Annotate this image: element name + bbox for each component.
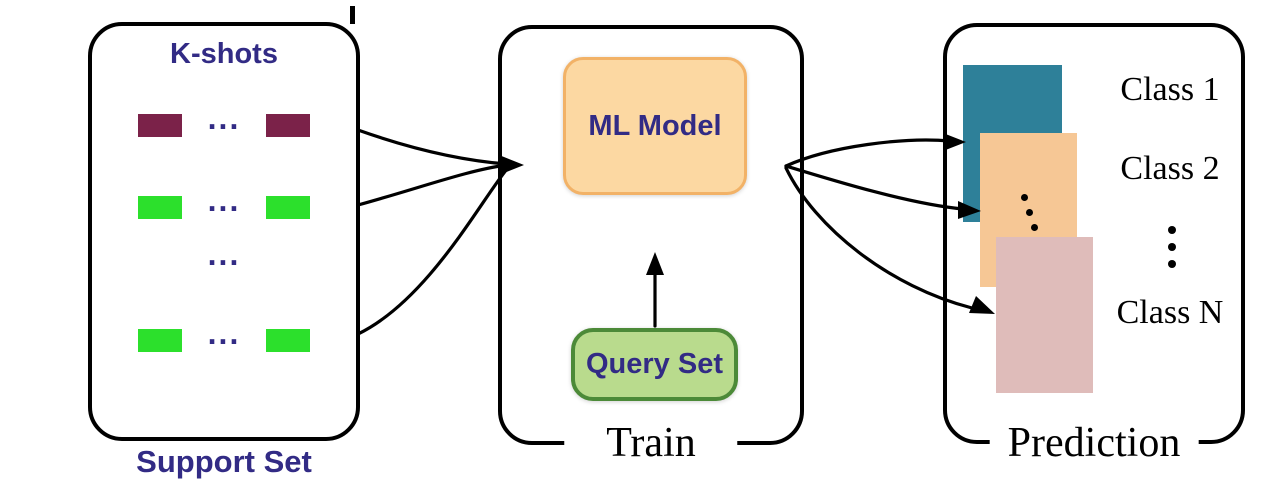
class-n-label: Class N xyxy=(1116,294,1224,331)
ml-model-label: ML Model xyxy=(588,109,722,142)
support-set-panel xyxy=(88,22,360,441)
horizontal-ellipsis-icon: ... xyxy=(207,100,241,136)
support-to-model-arrow-curve xyxy=(356,128,509,166)
model-to-class2-arrow-curve xyxy=(784,164,965,211)
support-row: ... xyxy=(90,317,358,352)
horizontal-ellipsis-icon: ... xyxy=(207,236,241,272)
class-sample-swatch xyxy=(266,114,311,137)
horizontal-ellipsis-icon: ... xyxy=(207,315,241,351)
model-to-class1-arrow-curve xyxy=(784,138,952,168)
support-to-model-arrow-curve xyxy=(356,167,509,336)
prediction-caption: Prediction xyxy=(989,420,1199,466)
card-ellipsis-dot xyxy=(1031,224,1038,231)
class-list-ellipsis-dot xyxy=(1168,226,1176,234)
panel-corner-tick xyxy=(350,6,355,24)
support-to-model-arrow-curve xyxy=(356,163,509,207)
class-list-ellipsis-dot xyxy=(1168,243,1176,251)
query-set-box: Query Set xyxy=(571,328,738,401)
train-caption: Train xyxy=(564,420,738,466)
class-sample-swatch xyxy=(137,196,182,219)
support-set-caption: Support Set xyxy=(136,444,312,479)
class-list-ellipsis-dot xyxy=(1168,260,1176,268)
support-row-ellipsis: ... xyxy=(90,238,358,273)
card-ellipsis-dot xyxy=(1026,209,1033,216)
card-ellipsis-dot xyxy=(1021,194,1028,201)
class-sample-swatch xyxy=(137,329,182,352)
class-sample-swatch xyxy=(266,196,311,219)
query-set-label: Query Set xyxy=(586,348,723,380)
class-n-card xyxy=(996,237,1093,393)
class-sample-swatch xyxy=(266,329,311,352)
class-1-label: Class 1 xyxy=(1120,71,1220,108)
support-row: ... xyxy=(90,102,358,137)
class-sample-swatch xyxy=(137,114,182,137)
support-row: ... xyxy=(90,184,358,219)
k-shots-title: K-shots xyxy=(170,38,278,70)
ml-model-box: ML Model xyxy=(563,57,747,195)
class-2-label: Class 2 xyxy=(1120,150,1220,187)
horizontal-ellipsis-icon: ... xyxy=(207,182,241,218)
